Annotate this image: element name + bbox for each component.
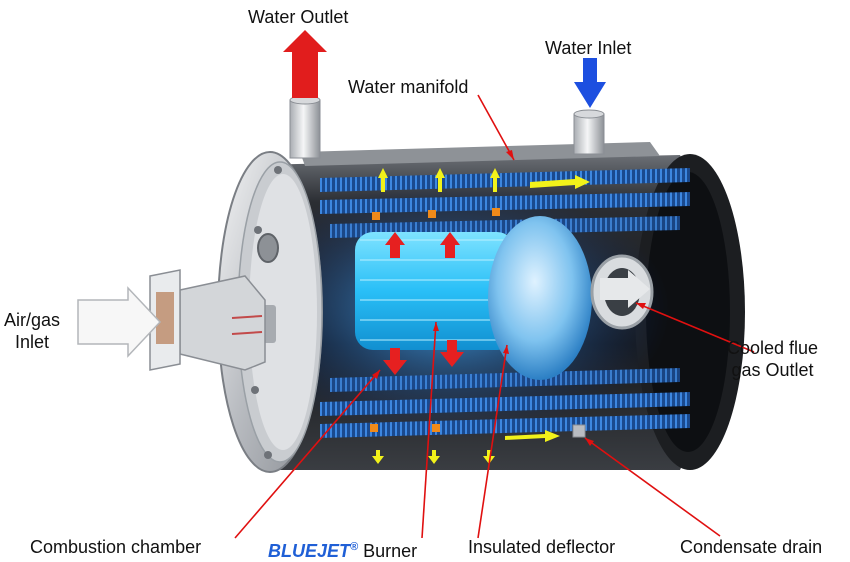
water-outlet-arrow: [283, 30, 327, 98]
combustion-chamber-label: Combustion chamber: [30, 536, 201, 558]
cooled-line-2: gas Outlet: [727, 359, 818, 381]
bluejet-burner-label: BLUEJET® Burner: [268, 536, 417, 562]
cooled-flue-gas-outlet-label: Cooled flue gas Outlet: [727, 337, 818, 381]
insulated-deflector-label: Insulated deflector: [468, 536, 615, 558]
water-manifold-label: Water manifold: [348, 76, 468, 98]
air-gas-line-2: Inlet: [4, 331, 60, 353]
air-gas-inlet-arrow: [78, 288, 160, 356]
air-gas-duct: [150, 270, 265, 370]
air-gas-inlet-label: Air/gas Inlet: [4, 309, 60, 353]
condensate-drain-label: Condensate drain: [680, 536, 822, 558]
burner-word: Burner: [363, 541, 417, 561]
air-gas-line-1: Air/gas: [4, 309, 60, 331]
water-outlet-label: Water Outlet: [248, 6, 348, 28]
cooled-line-1: Cooled flue: [727, 337, 818, 359]
water-inlet-label: Water Inlet: [545, 37, 631, 59]
water-inlet-arrow: [574, 58, 606, 108]
burner-brand: BLUEJET®: [268, 541, 358, 561]
